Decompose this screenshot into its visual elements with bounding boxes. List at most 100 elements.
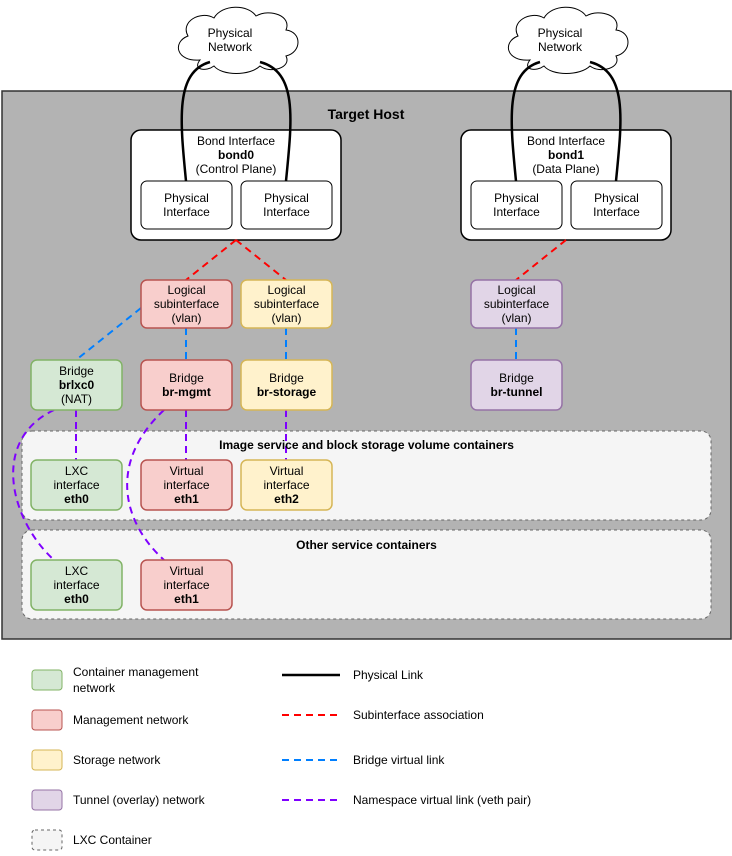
subinterface-mgmt-box xyxy=(140,279,233,329)
subinterface-line3: (vlan) xyxy=(171,311,202,325)
subinterface-association-link xyxy=(185,239,237,281)
physical-interface-line1: Physical xyxy=(164,191,209,205)
physical-interface-line1: Physical xyxy=(494,191,539,205)
legend-namespace-link-label: Namespace virtual link (veth pair) xyxy=(353,793,532,807)
cloud-label-line1: Physical xyxy=(207,26,253,40)
legend-swatch-tunnel xyxy=(31,789,63,811)
subinterface-storage-box xyxy=(240,279,333,329)
physical-network-cloud xyxy=(507,6,629,74)
cloud-label-line2: Network xyxy=(207,40,252,54)
physical-link xyxy=(259,60,292,182)
cloud-label: Physical Network xyxy=(520,25,600,55)
bridge-line3: (NAT) xyxy=(60,392,93,406)
legend-swatch-container-mgmt xyxy=(31,669,63,691)
subinterface-line2: subinterface xyxy=(253,297,320,311)
physical-link xyxy=(510,60,541,182)
subinterface-line3: (vlan) xyxy=(501,311,532,325)
subinterface-association-link xyxy=(235,239,287,281)
legend-swatch-storage xyxy=(31,749,63,771)
physical-link xyxy=(589,60,622,182)
interface-line1: Virtual xyxy=(269,464,304,478)
physical-interface-line2: Interface xyxy=(263,205,310,219)
bridge-br-storage-box xyxy=(240,359,333,411)
subinterface-tunnel-box xyxy=(470,279,563,329)
interface-line2: interface xyxy=(53,478,100,492)
bond-label-line1: Bond Interface xyxy=(526,134,606,148)
subinterface-line3: (vlan) xyxy=(271,311,302,325)
virtual-interface-eth1-box xyxy=(140,559,233,611)
subinterface-label: Logical subinterface (vlan) xyxy=(471,280,562,328)
bridge-line1: Bridge xyxy=(59,364,94,378)
subinterface-line2: subinterface xyxy=(153,297,220,311)
other-service-group-label: Other service containers xyxy=(296,538,437,552)
subinterface-line1: Logical xyxy=(497,283,536,297)
interface-name: eth2 xyxy=(274,492,299,506)
virtual-interface-label: Virtual interface eth2 xyxy=(241,460,332,510)
bridge-brlxc0-box xyxy=(30,359,123,411)
legend-subinterface-label: Subinterface association xyxy=(353,708,484,722)
physical-interface-line2: Interface xyxy=(163,205,210,219)
bridge-br-tunnel-label: Bridge br-tunnel xyxy=(471,360,562,410)
legend-tunnel-label: Tunnel (overlay) network xyxy=(73,793,205,807)
bridge-name: brlxc0 xyxy=(58,378,95,392)
physical-interface-label: Physical Interface xyxy=(141,181,232,229)
physical-interface-line1: Physical xyxy=(594,191,639,205)
bridge-line1: Bridge xyxy=(499,371,534,385)
interface-line2: interface xyxy=(163,478,210,492)
interface-line1: Virtual xyxy=(169,464,204,478)
bond1-label: Bond Interface bond1 (Data Plane) xyxy=(461,133,671,177)
bridge-name: br-tunnel xyxy=(490,385,543,399)
target-host-title: Target Host xyxy=(327,106,405,122)
physical-interface-line2: Interface xyxy=(493,205,540,219)
interface-line1: LXC xyxy=(64,464,89,478)
interface-line2: interface xyxy=(163,578,210,592)
physical-interface-line2: Interface xyxy=(593,205,640,219)
lxc-interface-eth0-box xyxy=(30,459,123,511)
physical-interface-label: Physical Interface xyxy=(241,181,332,229)
interface-line1: Virtual xyxy=(169,564,204,578)
physical-interface-line1: Physical xyxy=(264,191,309,205)
physical-network-cloud xyxy=(177,6,299,74)
legend-lxc-label: LXC Container xyxy=(73,833,152,847)
bridge-name: br-storage xyxy=(256,385,317,399)
bridge-name: br-mgmt xyxy=(162,385,211,399)
physical-interface-box xyxy=(470,180,563,230)
virtual-interface-label: Virtual interface eth1 xyxy=(141,460,232,510)
interface-name: eth1 xyxy=(174,592,199,606)
legend-storage-label: Storage network xyxy=(73,753,161,767)
subinterface-line1: Logical xyxy=(267,283,306,297)
interface-line1: LXC xyxy=(64,564,89,578)
subinterface-label: Logical subinterface (vlan) xyxy=(141,280,232,328)
subinterface-line1: Logical xyxy=(167,283,206,297)
legend-swatch-mgmt xyxy=(31,709,63,731)
bridge-br-mgmt-box xyxy=(140,359,233,411)
physical-link xyxy=(180,60,211,182)
cloud-label-line1: Physical xyxy=(537,26,583,40)
cloud-label-line2: Network xyxy=(537,40,582,54)
lxc-interface-label: LXC interface eth0 xyxy=(31,560,122,610)
bond-label-line1: Bond Interface xyxy=(196,134,276,148)
bridge-virtual-link xyxy=(75,307,142,361)
bridge-br-storage-label: Bridge br-storage xyxy=(241,360,332,410)
legend-bridge-link-label: Bridge virtual link xyxy=(353,753,445,767)
interface-line2: interface xyxy=(53,578,100,592)
bond-name: bond1 xyxy=(548,148,584,162)
namespace-virtual-link xyxy=(126,409,165,561)
bridge-line1: Bridge xyxy=(169,371,204,385)
subinterface-line2: subinterface xyxy=(483,297,550,311)
bond-label-line3: (Control Plane) xyxy=(195,162,277,176)
bridge-br-mgmt-label: Bridge br-mgmt xyxy=(141,360,232,410)
cloud-label: Physical Network xyxy=(190,25,270,55)
image-service-group-label: Image service and block storage volume c… xyxy=(219,438,514,452)
interface-name: eth1 xyxy=(174,492,199,506)
interface-name: eth0 xyxy=(64,492,89,506)
legend-container-mgmt-label: Container management network xyxy=(73,665,199,695)
bridge-line1: Bridge xyxy=(269,371,304,385)
legend-swatch-lxc xyxy=(31,829,63,851)
lxc-interface-label: LXC interface eth0 xyxy=(31,460,122,510)
subinterface-label: Logical subinterface (vlan) xyxy=(241,280,332,328)
bridge-br-tunnel-box xyxy=(470,359,563,411)
legend-physical-link-label: Physical Link xyxy=(353,668,424,682)
subinterface-association-link xyxy=(515,239,567,281)
